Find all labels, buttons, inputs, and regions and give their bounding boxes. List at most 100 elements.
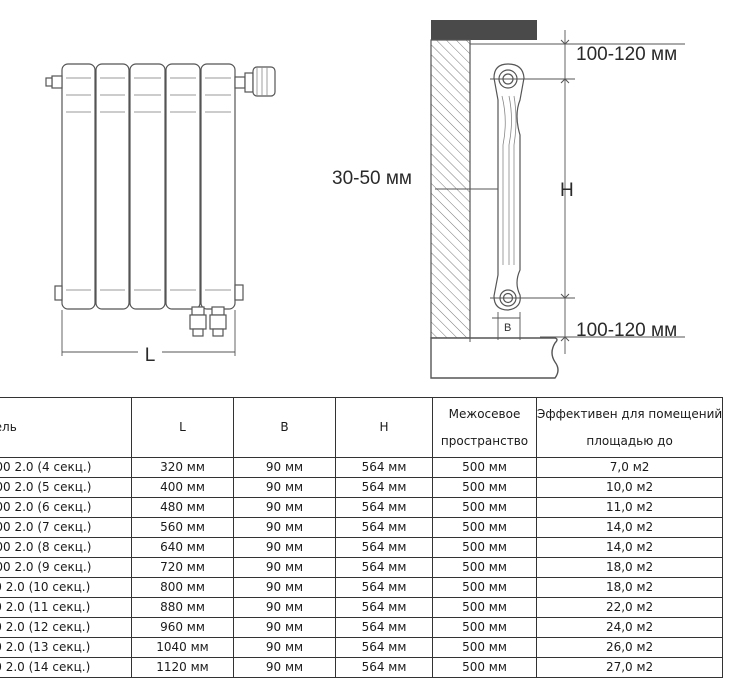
cell-model: r 500 2.0 (7 секц.) <box>0 517 132 538</box>
cell-model: r 500 2.0 (9 секц.) <box>0 557 132 578</box>
cell-b: 90 мм <box>233 517 336 538</box>
cell-l: 320 мм <box>131 457 234 478</box>
cell-b: 90 мм <box>233 577 336 598</box>
cell-b: 90 мм <box>233 617 336 638</box>
cell-area: 10,0 м2 <box>535 477 724 498</box>
header-area: Эффективен для помещений площадью до <box>535 397 724 458</box>
radiator-side-profile <box>493 63 525 311</box>
cell-area: 7,0 м2 <box>535 457 724 478</box>
cell-h: 564 мм <box>335 657 433 678</box>
header-l: L <box>131 397 234 458</box>
header-area-line1: Эффективен для помещений <box>537 406 723 421</box>
cell-l: 640 мм <box>131 537 234 558</box>
cell-h: 564 мм <box>335 457 433 478</box>
header-model: одель <box>0 397 132 458</box>
cell-b: 90 мм <box>233 597 336 618</box>
cell-area: 22,0 м2 <box>535 597 724 618</box>
table-header-row: одель L B H Межосевое пространство Эффек… <box>0 397 724 458</box>
front-width-label: L <box>145 345 156 366</box>
cell-axis: 500 мм <box>432 517 537 538</box>
cell-h: 564 мм <box>335 477 433 498</box>
cell-axis: 500 мм <box>432 577 537 598</box>
cell-axis: 500 мм <box>432 637 537 658</box>
header-b: B <box>233 397 336 458</box>
left-plug <box>51 75 63 89</box>
spec-table: одель L B H Межосевое пространство Эффек… <box>0 397 724 678</box>
cell-h: 564 мм <box>335 597 433 618</box>
side-view <box>430 20 685 379</box>
cell-area: 14,0 м2 <box>535 517 724 538</box>
cell-h: 564 мм <box>335 517 433 538</box>
cell-b: 90 мм <box>233 637 336 658</box>
bottom-connections <box>189 306 227 337</box>
cell-h: 564 мм <box>335 617 433 638</box>
radiator-front-view <box>45 63 276 356</box>
cell-l: 1120 мм <box>131 657 234 678</box>
cell-area: 14,0 м2 <box>535 537 724 558</box>
cell-b: 90 мм <box>233 457 336 478</box>
cell-axis: 500 мм <box>432 497 537 518</box>
cell-model: 500 2.0 (11 секц.) <box>0 597 132 618</box>
l-dimension <box>61 310 236 356</box>
cell-model: 500 2.0 (14 секц.) <box>0 657 132 678</box>
cell-h: 564 мм <box>335 577 433 598</box>
thermostat-valve <box>234 66 276 97</box>
header-axis-line2: пространство <box>440 433 529 448</box>
cell-axis: 500 мм <box>432 597 537 618</box>
cell-axis: 500 мм <box>432 617 537 638</box>
cell-model: 500 2.0 (12 секц.) <box>0 617 132 638</box>
side-depth-label: B <box>504 322 511 334</box>
cell-model: r 500 2.0 (5 секц.) <box>0 477 132 498</box>
cell-model: 500 2.0 (13 секц.) <box>0 637 132 658</box>
side-bottom-gap-label: 100-120 мм <box>576 320 677 341</box>
cell-h: 564 мм <box>335 497 433 518</box>
cell-area: 18,0 м2 <box>535 557 724 578</box>
cell-axis: 500 мм <box>432 657 537 678</box>
radiator-diagrams: L <box>45 20 685 379</box>
side-top-gap-label: 100-120 мм <box>576 44 677 65</box>
cell-l: 480 мм <box>131 497 234 518</box>
cell-area: 11,0 м2 <box>535 497 724 518</box>
cell-l: 880 мм <box>131 597 234 618</box>
cell-axis: 500 мм <box>432 477 537 498</box>
cell-l: 720 мм <box>131 557 234 578</box>
cell-b: 90 мм <box>233 477 336 498</box>
cell-b: 90 мм <box>233 657 336 678</box>
cell-area: 26,0 м2 <box>535 637 724 658</box>
cell-axis: 500 мм <box>432 537 537 558</box>
cell-model: 500 2.0 (10 секц.) <box>0 577 132 598</box>
cell-b: 90 мм <box>233 537 336 558</box>
side-height-label: H <box>560 180 574 201</box>
header-area-line2: площадью до <box>586 433 673 448</box>
cell-l: 400 мм <box>131 477 234 498</box>
side-dimension-lines <box>435 30 685 354</box>
cell-area: 27,0 м2 <box>535 657 724 678</box>
cell-area: 18,0 м2 <box>535 577 724 598</box>
cell-axis: 500 мм <box>432 557 537 578</box>
cell-l: 960 мм <box>131 617 234 638</box>
cell-model: r 500 2.0 (4 секц.) <box>0 457 132 478</box>
radiator-sections <box>61 63 236 310</box>
cell-l: 560 мм <box>131 517 234 538</box>
cell-h: 564 мм <box>335 637 433 658</box>
cell-h: 564 мм <box>335 537 433 558</box>
cell-b: 90 мм <box>233 497 336 518</box>
cell-h: 564 мм <box>335 557 433 578</box>
cell-l: 1040 мм <box>131 637 234 658</box>
cell-model: r 500 2.0 (6 секц.) <box>0 497 132 518</box>
cell-axis: 500 мм <box>432 457 537 478</box>
ceiling-block <box>431 20 537 40</box>
side-wall-gap-label: 30-50 мм <box>332 168 412 189</box>
header-axis-line1: Межосевое <box>448 406 521 421</box>
cell-model: r 500 2.0 (8 секц.) <box>0 537 132 558</box>
